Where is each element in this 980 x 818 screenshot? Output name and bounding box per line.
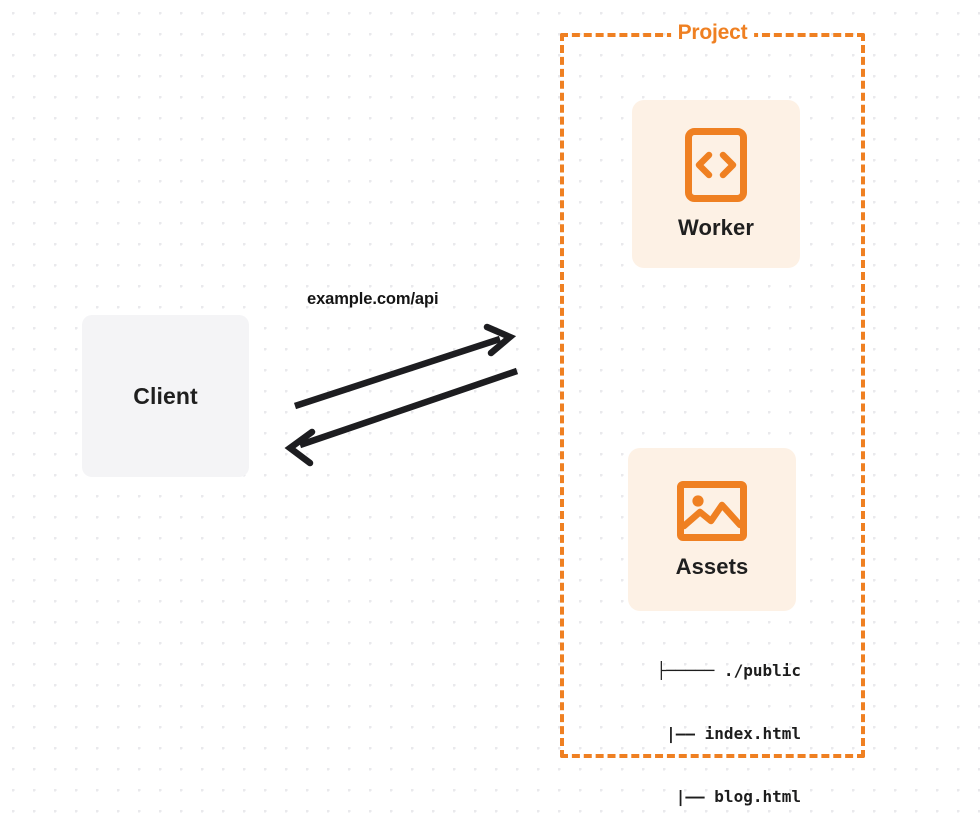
client-node[interactable]: Client <box>82 315 249 477</box>
code-brackets-icon <box>685 128 747 202</box>
file-tree-line: |—— blog.html <box>617 787 801 806</box>
assets-card-label: Assets <box>675 553 749 579</box>
edge-label-example-api: example.com/api <box>307 290 439 308</box>
project-title: Project <box>670 21 755 45</box>
worker-card-label: Worker <box>678 215 754 240</box>
assets-file-tree: ├───── ./public |—— index.html |—— blog.… <box>608 618 802 818</box>
arrow-client-to-project <box>293 323 517 410</box>
assets-card[interactable]: Assets <box>628 448 796 611</box>
client-label: Client <box>133 382 198 409</box>
image-picture-icon <box>677 480 747 541</box>
worker-card[interactable]: Worker <box>632 100 800 268</box>
arrow-project-to-client <box>284 367 519 467</box>
file-tree-line: |—— index.html <box>617 724 801 743</box>
project-container: Project <box>560 21 865 758</box>
file-tree-line: ├───── ./public <box>656 661 802 680</box>
